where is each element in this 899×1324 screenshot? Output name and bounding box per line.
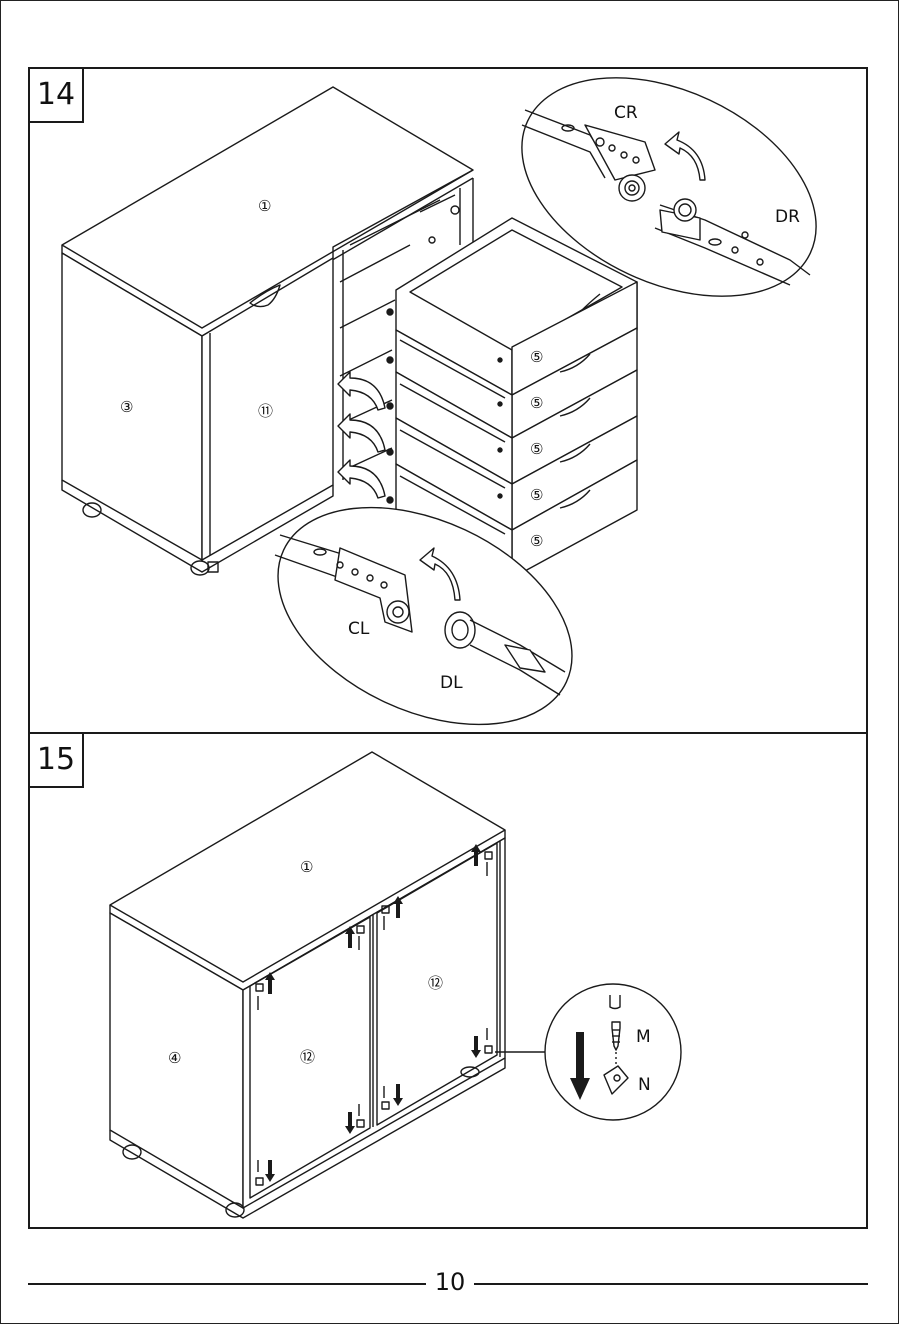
footer-rule-right [474, 1283, 868, 1285]
step-14-panel: 14 [28, 67, 868, 734]
step-number: 14 [28, 67, 84, 123]
step-number: 15 [28, 732, 84, 788]
footer-rule-left [28, 1283, 426, 1285]
step-15-panel: 15 [28, 732, 868, 1229]
page-number: 10 [420, 1268, 480, 1296]
